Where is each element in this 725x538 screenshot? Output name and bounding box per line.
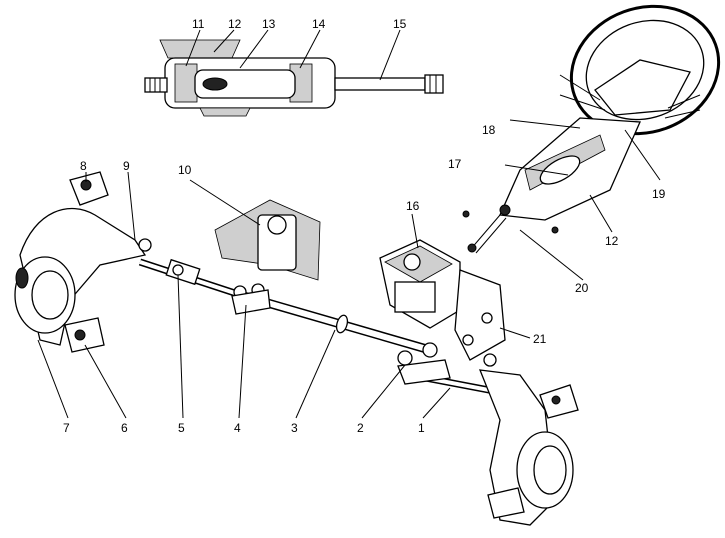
label-16: 16 [406, 199, 420, 213]
label-10: 10 [178, 163, 192, 177]
label-18: 18 [482, 123, 496, 137]
label-11: 11 [192, 17, 205, 31]
left-steering-knuckle [14, 171, 152, 353]
left-tie-rod [138, 258, 271, 315]
center-link [238, 290, 432, 355]
label-17: 17 [448, 157, 462, 171]
leader-lines [37, 171, 451, 419]
label-12-right: 12 [605, 234, 619, 248]
label-12-top: 12 [228, 17, 242, 31]
label-2: 2 [357, 421, 364, 435]
label-15: 15 [393, 17, 407, 31]
steering-gear-box [379, 213, 461, 329]
idler-arm [189, 179, 321, 281]
label-1: 1 [418, 421, 425, 435]
label-8: 8 [80, 159, 87, 173]
label-7: 7 [63, 421, 70, 435]
intermediate-shaft-inset [144, 29, 444, 117]
right-steering-knuckle [478, 369, 579, 526]
label-21: 21 [533, 332, 547, 346]
steering-column [462, 117, 661, 281]
label-5: 5 [178, 421, 185, 435]
label-19: 19 [652, 187, 666, 201]
part-number-labels: 1 2 3 4 5 6 7 8 9 10 11 12 13 14 15 16 1… [63, 17, 666, 435]
label-13: 13 [262, 17, 276, 31]
label-3: 3 [291, 421, 298, 435]
label-4: 4 [234, 421, 241, 435]
label-9: 9 [123, 159, 130, 173]
pitman-bracket [454, 269, 531, 361]
label-6: 6 [121, 421, 128, 435]
label-20: 20 [575, 281, 589, 295]
label-14: 14 [312, 17, 326, 31]
steering-wheel [559, 4, 721, 136]
